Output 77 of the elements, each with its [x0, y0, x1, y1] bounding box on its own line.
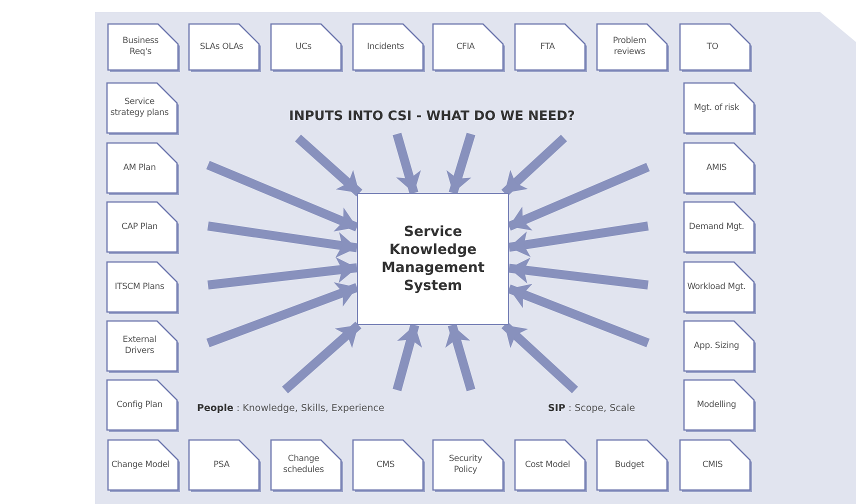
- document-shape: [515, 24, 585, 70]
- document-shape: [108, 24, 178, 70]
- document-shape: [271, 24, 341, 70]
- document-shape: [189, 24, 259, 70]
- document-shape: [107, 83, 177, 133]
- document-shape: [353, 24, 423, 70]
- document-shape: [107, 202, 177, 252]
- document-shape: [107, 262, 177, 312]
- document-shape: [189, 440, 259, 490]
- document-label: Change Model: [111, 458, 170, 472]
- note-text: SIP : Scope, Scale: [548, 403, 636, 414]
- arrow: [508, 222, 649, 258]
- document-shape: [107, 380, 177, 430]
- document-shape: [684, 202, 754, 252]
- document-label: Budget: [614, 458, 646, 472]
- arrow: [501, 134, 568, 196]
- document-label: Workload Mgt.: [687, 280, 746, 294]
- arrow: [206, 282, 359, 348]
- document-shape: [107, 143, 177, 193]
- document-label: Incidents: [366, 40, 405, 54]
- document-shape: [433, 440, 503, 490]
- document-label: ITSCM Plans: [114, 280, 166, 294]
- document-label: Cost Model: [524, 458, 572, 472]
- document-label: Modelling: [696, 398, 738, 412]
- document-label: Service strategy plans: [110, 96, 169, 120]
- document-label: FTA: [539, 40, 556, 54]
- arrow: [295, 134, 362, 196]
- arrow: [392, 324, 422, 392]
- arrow: [445, 324, 476, 392]
- document-shape: [353, 440, 423, 490]
- document-label: Problem reviews: [612, 35, 648, 59]
- document-label: CAP Plan: [120, 220, 159, 234]
- arrow: [207, 257, 358, 290]
- diagram-title: INPUTS INTO CSI - WHAT DO WE NEED?: [288, 109, 576, 124]
- arrow: [507, 284, 650, 348]
- document-shape: [684, 321, 754, 371]
- document-label: CMS: [375, 458, 396, 472]
- document-label: AMIS: [705, 162, 728, 174]
- document-label: PSA: [212, 458, 230, 472]
- document-label: Business Req's: [122, 35, 160, 59]
- document-shape: [107, 321, 177, 371]
- document-shape: [433, 24, 503, 70]
- document-shape: [684, 262, 754, 312]
- arrow: [392, 132, 421, 194]
- document-shape: [108, 440, 178, 490]
- arrow: [446, 132, 476, 194]
- document-shape: [515, 440, 585, 490]
- document-label: CFIA: [455, 40, 476, 54]
- document-label: Demand Mgt.: [688, 220, 746, 234]
- arrow: [508, 258, 649, 290]
- arrow: [282, 322, 362, 394]
- document-label: UCs: [294, 40, 312, 54]
- arrow: [206, 160, 359, 232]
- document-label: Config Plan: [116, 398, 164, 412]
- document-shape: [684, 380, 754, 430]
- document-label: AM Plan: [122, 162, 157, 174]
- document-label: Security Policy: [448, 453, 484, 477]
- arrow: [502, 322, 578, 394]
- document-label: Mgt. of risk: [692, 102, 740, 114]
- document-label: App. Sizing: [692, 340, 740, 352]
- note-text: People : Knowledge, Skills, Experience: [197, 403, 384, 414]
- document-label: CMIS: [701, 458, 724, 472]
- document-shape: [684, 143, 754, 193]
- document-shape: [271, 440, 341, 490]
- document-label: External Drivers: [122, 334, 158, 358]
- system-box: [357, 193, 509, 325]
- document-label: Change schedules: [282, 453, 325, 477]
- document-shape: [597, 24, 667, 70]
- document-shape: [597, 440, 667, 490]
- document-shape: [684, 83, 754, 133]
- document-shape: [680, 440, 750, 490]
- document-label: TO: [706, 40, 720, 54]
- arrow: [207, 222, 358, 258]
- document-label: SLAs OLAs: [198, 40, 244, 54]
- system-label: Service Knowledge Management System: [380, 223, 486, 295]
- arrow: [507, 162, 650, 231]
- document-shape: [680, 24, 750, 70]
